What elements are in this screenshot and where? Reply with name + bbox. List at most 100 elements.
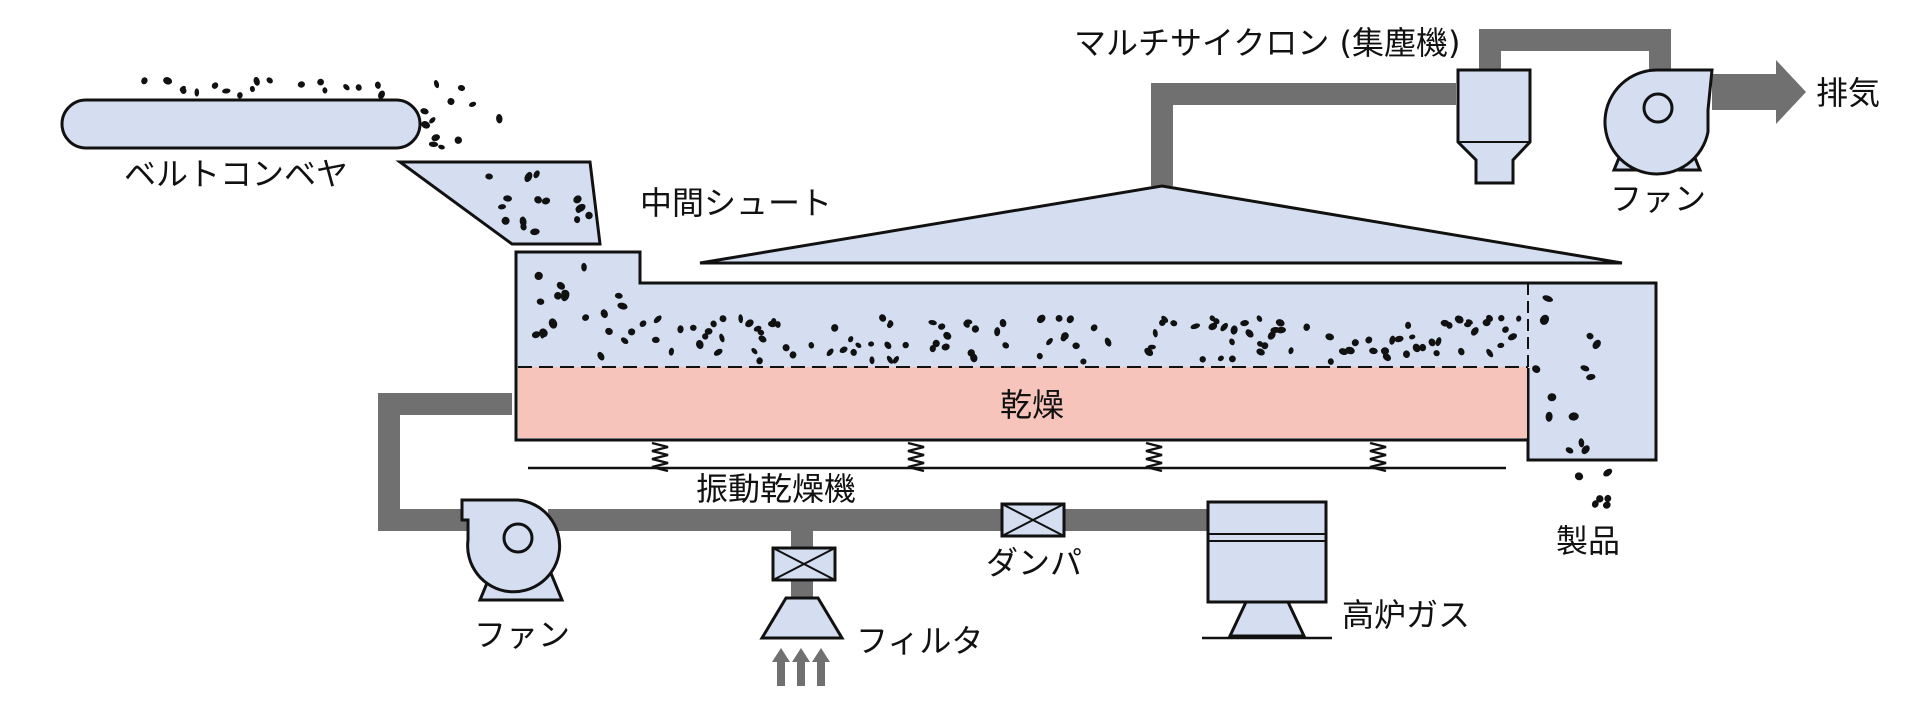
drying-zone bbox=[518, 367, 1527, 438]
particle bbox=[1542, 295, 1553, 302]
particle bbox=[938, 323, 946, 330]
particle bbox=[1433, 350, 1440, 357]
particle bbox=[1072, 342, 1080, 350]
particle bbox=[1435, 337, 1442, 347]
particle bbox=[1220, 322, 1229, 332]
particle bbox=[994, 327, 1001, 337]
particle bbox=[541, 197, 551, 205]
particle bbox=[768, 320, 778, 328]
duct-dryer-to-bottom-fan bbox=[378, 393, 512, 531]
drying-zone-label: 乾燥 bbox=[1000, 386, 1064, 424]
particle bbox=[1602, 501, 1611, 509]
particle bbox=[237, 92, 243, 99]
particle bbox=[886, 321, 893, 329]
particle bbox=[524, 171, 533, 183]
particle bbox=[651, 336, 660, 344]
particle bbox=[1565, 447, 1574, 454]
particle bbox=[530, 228, 540, 236]
particle bbox=[757, 329, 765, 336]
particle bbox=[222, 88, 231, 94]
particle bbox=[582, 314, 590, 321]
particle bbox=[1345, 346, 1355, 355]
particle bbox=[211, 82, 219, 89]
particle bbox=[719, 315, 727, 323]
particle bbox=[447, 97, 455, 106]
particle bbox=[855, 342, 862, 349]
particle bbox=[433, 80, 440, 89]
particle bbox=[1217, 355, 1224, 362]
particle bbox=[581, 262, 587, 272]
particle bbox=[1230, 325, 1238, 335]
particle bbox=[1402, 350, 1411, 358]
exhaust-duct-to-cyclone bbox=[1151, 83, 1456, 186]
particle bbox=[653, 315, 662, 324]
blast-furnace-gas-unit bbox=[1202, 500, 1332, 640]
particle bbox=[1369, 347, 1378, 355]
particle bbox=[677, 325, 684, 334]
particle bbox=[929, 345, 936, 353]
particle bbox=[343, 84, 350, 91]
particle bbox=[756, 357, 763, 365]
particle bbox=[1497, 342, 1505, 349]
particle bbox=[943, 331, 952, 340]
particle bbox=[1256, 348, 1265, 356]
particle bbox=[1464, 321, 1472, 328]
particle bbox=[782, 344, 790, 352]
particle bbox=[374, 81, 381, 89]
particle bbox=[620, 337, 629, 345]
particle bbox=[1055, 314, 1063, 322]
particle bbox=[751, 347, 758, 355]
particle bbox=[1568, 412, 1579, 421]
particle bbox=[902, 341, 909, 349]
particle bbox=[999, 319, 1007, 328]
damper-label: ダンパ bbox=[986, 544, 1082, 582]
vibration-springs bbox=[651, 441, 1387, 473]
particle bbox=[485, 173, 493, 180]
particle bbox=[355, 84, 362, 91]
particle bbox=[253, 76, 260, 86]
particle bbox=[1190, 323, 1201, 330]
particle bbox=[928, 319, 937, 326]
particle bbox=[713, 348, 723, 356]
particle bbox=[554, 292, 562, 300]
particle bbox=[1591, 500, 1599, 508]
particle bbox=[1170, 320, 1178, 327]
particle bbox=[1539, 314, 1550, 325]
particle bbox=[1159, 319, 1166, 326]
particle bbox=[194, 88, 200, 97]
particle bbox=[702, 333, 709, 340]
particle bbox=[617, 302, 628, 310]
particle bbox=[531, 331, 541, 339]
particle bbox=[1516, 315, 1522, 322]
particle bbox=[1409, 334, 1416, 340]
particle bbox=[457, 84, 466, 92]
particle bbox=[710, 320, 717, 328]
particle bbox=[585, 211, 593, 220]
particle bbox=[431, 134, 440, 142]
particle bbox=[1405, 321, 1412, 329]
particle bbox=[501, 216, 510, 225]
particle bbox=[879, 314, 887, 322]
particle bbox=[1144, 347, 1154, 357]
particle bbox=[753, 325, 762, 332]
particle bbox=[1498, 315, 1505, 322]
particle bbox=[1394, 335, 1404, 343]
particle bbox=[1365, 336, 1373, 344]
particle bbox=[1470, 327, 1479, 336]
particle bbox=[848, 336, 854, 343]
particle bbox=[1482, 318, 1491, 327]
particle bbox=[428, 141, 439, 148]
particle bbox=[839, 346, 848, 354]
particle bbox=[869, 356, 875, 365]
particle bbox=[1256, 315, 1263, 322]
particle bbox=[1586, 332, 1594, 340]
particle bbox=[1288, 347, 1294, 355]
particle bbox=[690, 324, 697, 331]
particle bbox=[886, 355, 894, 364]
particle bbox=[892, 356, 900, 364]
particle bbox=[1380, 347, 1390, 355]
particle bbox=[628, 328, 636, 336]
particle bbox=[1486, 348, 1494, 358]
particle bbox=[1581, 445, 1590, 455]
particle bbox=[1275, 319, 1285, 327]
